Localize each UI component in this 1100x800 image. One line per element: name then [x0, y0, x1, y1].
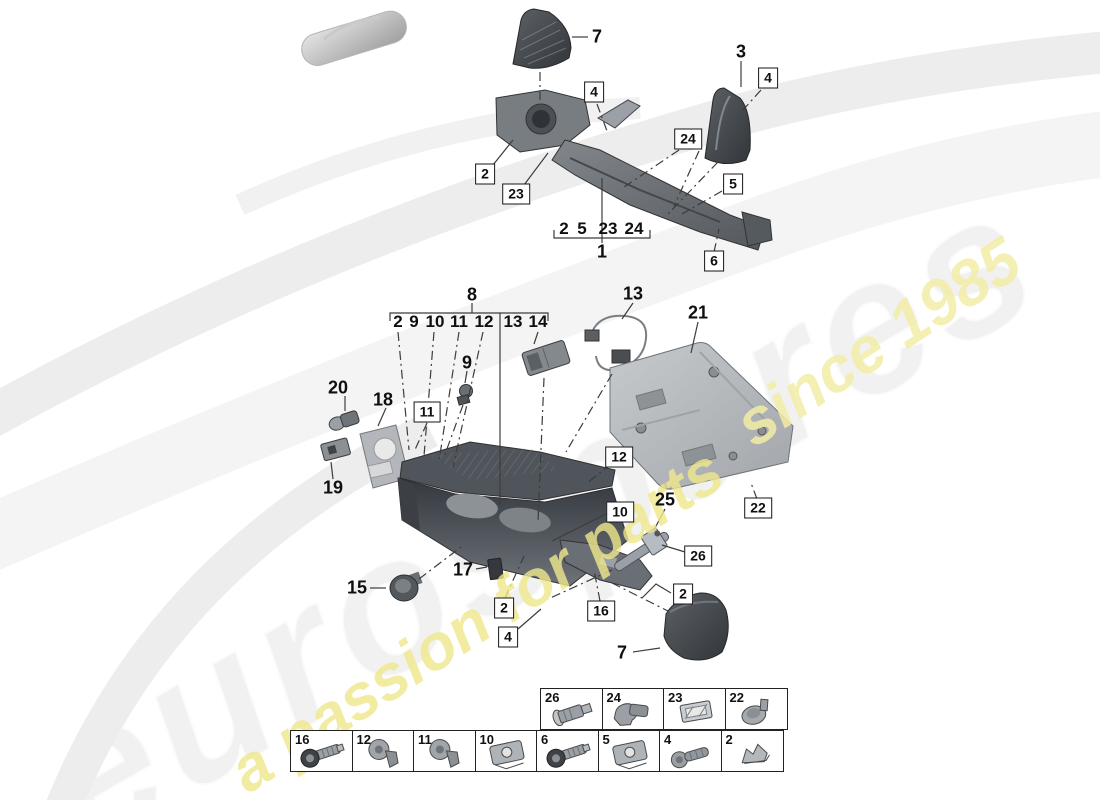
callout-8[interactable]: 8: [466, 284, 478, 305]
legend-cell-number: 16: [295, 731, 310, 747]
group8-item[interactable]: 14: [528, 312, 548, 331]
fastener-legend: 26 24 23 22 16 12: [290, 688, 800, 778]
group8-item[interactable]: 11: [450, 312, 468, 331]
callout-21[interactable]: 21: [687, 302, 709, 323]
clip-nut-icon: [488, 739, 524, 769]
callout-box-6[interactable]: 6: [704, 250, 724, 272]
part-3-side-panel: [704, 87, 751, 164]
legend-cell-16[interactable]: 16: [290, 729, 353, 772]
callout-13[interactable]: 13: [622, 283, 644, 304]
group8-item[interactable]: 2: [393, 312, 403, 331]
clip-nut-icon: [611, 739, 647, 769]
callout-box-4-top[interactable]: 4: [584, 81, 604, 103]
legend-cell-5[interactable]: 5: [597, 729, 661, 772]
callout-19[interactable]: 19: [322, 477, 344, 498]
callout-box-16[interactable]: 16: [587, 600, 615, 622]
callout-box-11[interactable]: 11: [413, 401, 441, 423]
legend-cell-24[interactable]: 24: [601, 688, 665, 730]
callout-box-4-side[interactable]: 4: [758, 67, 778, 89]
clip-icon: [741, 743, 770, 764]
callout-20[interactable]: 20: [327, 377, 349, 398]
callout-box-10[interactable]: 10: [606, 501, 634, 523]
part-25-damper: [614, 527, 670, 572]
group8-item[interactable]: 9: [409, 312, 419, 331]
callout-25[interactable]: 25: [654, 489, 676, 510]
legend-cell-10[interactable]: 10: [474, 729, 538, 772]
group1-item[interactable]: 23: [598, 219, 618, 238]
legend-cell-number: 11: [418, 731, 432, 747]
part-18-bracket-plate: [359, 424, 410, 489]
callout-box-23[interactable]: 23: [502, 183, 530, 205]
grommet-icon: [367, 738, 399, 768]
callout-7-lower[interactable]: 7: [616, 642, 628, 663]
bolt-icon: [552, 702, 593, 727]
legend-cell-22[interactable]: 22: [724, 688, 788, 730]
group1-item[interactable]: 5: [577, 219, 587, 238]
part-17-pad: [487, 557, 504, 581]
part-14-latch: [521, 340, 571, 376]
torx-screw-icon: [300, 743, 345, 768]
callout-box-22[interactable]: 22: [744, 497, 772, 519]
callout-1[interactable]: 1: [596, 241, 608, 262]
legend-cell-number: 2: [725, 731, 733, 747]
legend-cell-number: 24: [606, 690, 621, 705]
group8-item[interactable]: 10: [425, 312, 445, 331]
callout-box-5[interactable]: 5: [723, 173, 743, 195]
torx-screw-icon: [546, 743, 591, 768]
callout-box-4-glove[interactable]: 4: [498, 626, 518, 648]
screw-icon: [670, 746, 709, 768]
callout-17[interactable]: 17: [452, 559, 474, 580]
callout-box-2-lock[interactable]: 2: [673, 583, 693, 605]
part-8-glovebox: [397, 441, 653, 591]
background-swoosh: [0, 31, 1100, 800]
callout-box-12[interactable]: 12: [605, 446, 633, 468]
legend-cell-number: 5: [602, 731, 610, 747]
legend-cell-11[interactable]: 11: [413, 729, 476, 772]
cage-clip-icon: [679, 700, 713, 723]
leader-lines: [330, 36, 762, 653]
part-19-retainer: [320, 437, 351, 462]
group1-item[interactable]: 2: [559, 219, 569, 238]
legend-cell-number: 12: [356, 731, 371, 747]
part-1-beam-assembly: [495, 89, 773, 251]
callout-15[interactable]: 15: [346, 577, 368, 598]
legend-cell-number: 23: [668, 690, 683, 705]
legend-cell-2[interactable]: 2: [720, 729, 784, 772]
group8-item[interactable]: 12: [474, 312, 494, 331]
legend-cell-4[interactable]: 4: [659, 729, 722, 772]
legend-cell-number: 6: [541, 731, 549, 747]
legend-cell-12[interactable]: 12: [351, 729, 415, 772]
legend-cell-23[interactable]: 23: [663, 688, 726, 730]
legend-bottom-row: 16 12 11 10 6 5: [290, 729, 784, 772]
legend-cell-number: 26: [545, 690, 560, 705]
flange-screw-icon: [613, 703, 649, 726]
legend-cell-26[interactable]: 26: [540, 688, 603, 730]
car-silhouette: [301, 10, 407, 66]
callout-box-2-glove[interactable]: 2: [494, 597, 514, 619]
callout-7-upper[interactable]: 7: [591, 26, 603, 47]
callout-3[interactable]: 3: [735, 41, 747, 62]
legend-cell-number: 4: [664, 731, 672, 747]
part-15-socket: [389, 571, 423, 602]
callout-9[interactable]: 9: [461, 352, 473, 373]
grommet-icon: [429, 738, 460, 768]
part-20-bulb-socket: [328, 410, 360, 431]
callout-18[interactable]: 18: [372, 389, 394, 410]
callout-box-26[interactable]: 26: [684, 545, 712, 567]
callout-box-24[interactable]: 24: [674, 128, 702, 150]
group8-item[interactable]: 13: [503, 312, 523, 331]
legend-cell-number: 10: [479, 731, 494, 747]
callout-box-2-beam[interactable]: 2: [475, 163, 495, 185]
part-21-cover-plate: [609, 342, 794, 490]
part-7-upper-cover: [512, 8, 572, 69]
push-rivet-icon: [741, 698, 768, 725]
legend-cell-number: 22: [729, 690, 744, 705]
group1-item[interactable]: 24: [624, 219, 644, 238]
part-13-wiring-harness: [584, 314, 648, 372]
legend-cell-6[interactable]: 6: [536, 729, 599, 772]
legend-top-row: 26 24 23 22: [540, 688, 788, 730]
